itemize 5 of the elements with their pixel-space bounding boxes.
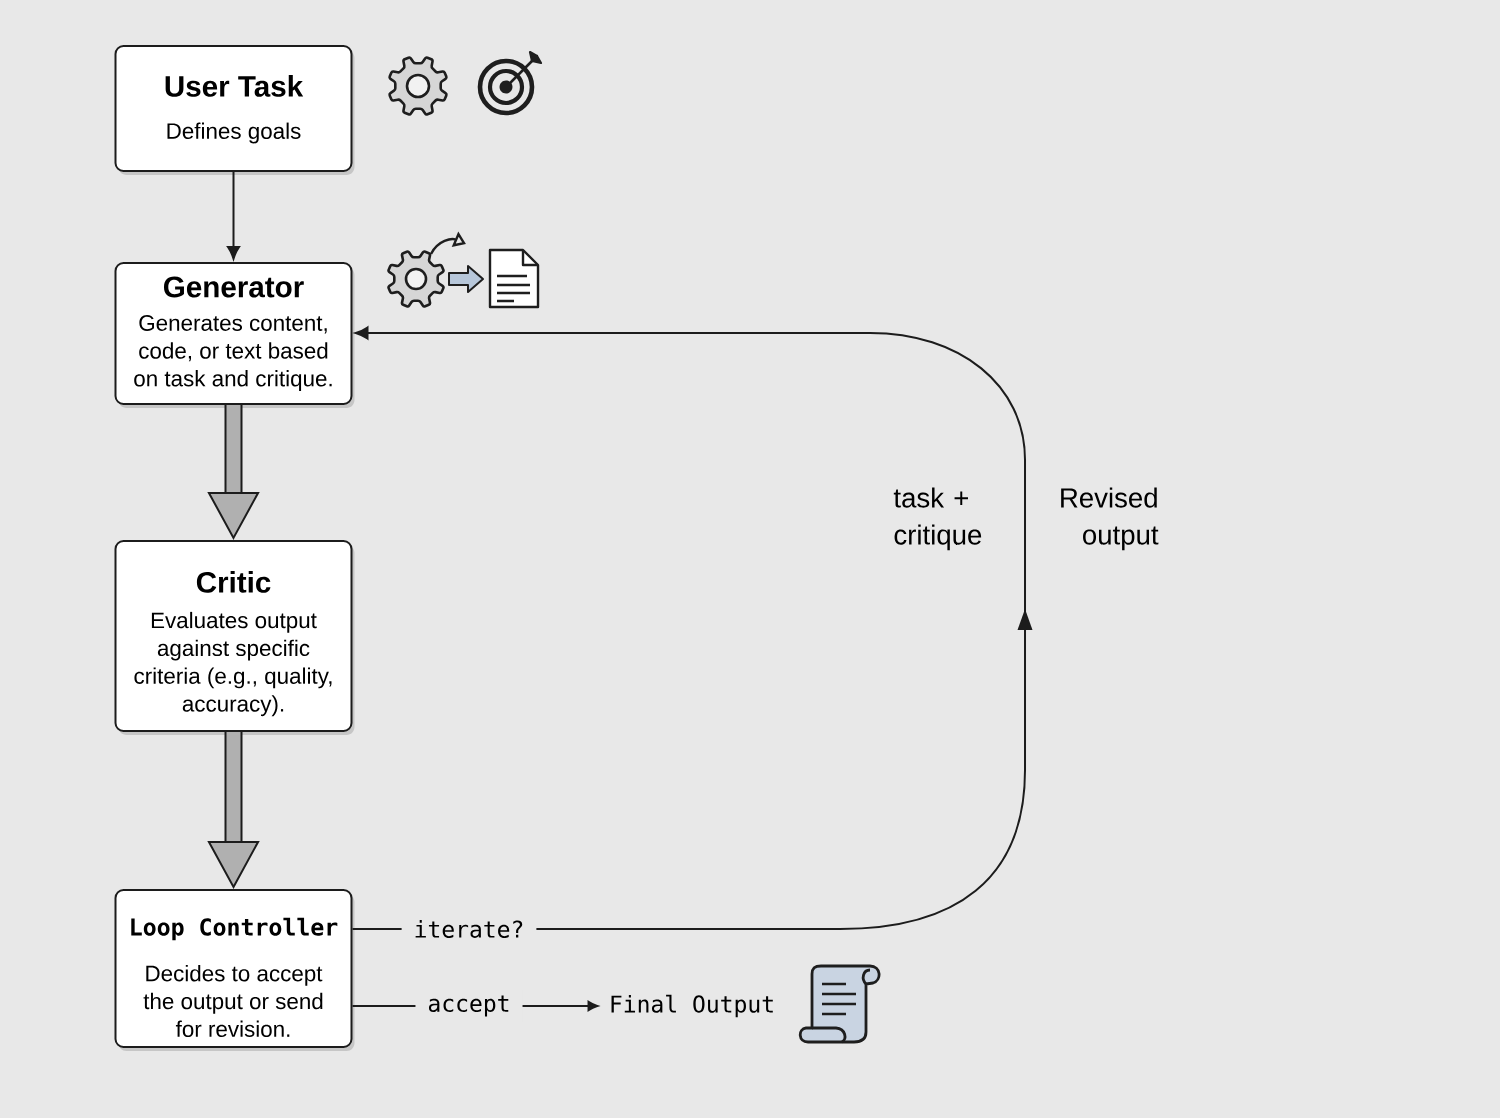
node-label: Final Output bbox=[611, 994, 773, 1018]
annotation: Revised output bbox=[1061, 487, 1159, 551]
edge-label: iterate? bbox=[401, 914, 537, 944]
annotation: task + critique bbox=[893, 487, 982, 551]
edge-label: accept bbox=[415, 989, 523, 1023]
